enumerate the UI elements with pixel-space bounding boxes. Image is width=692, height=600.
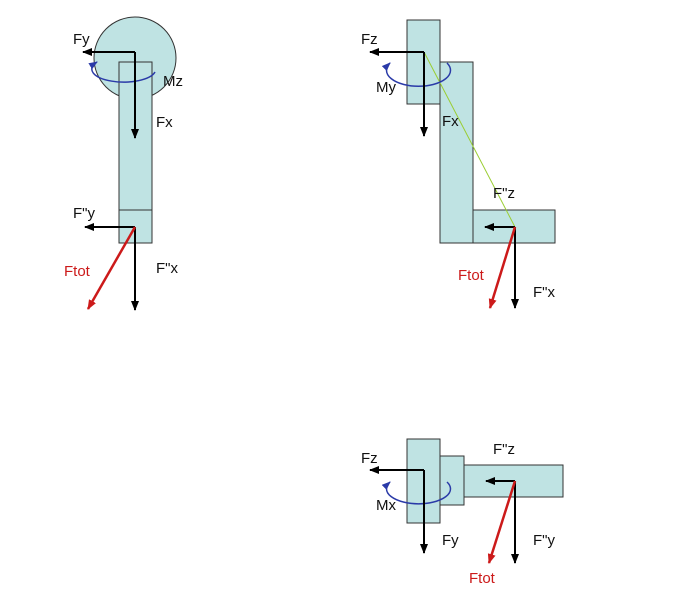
label-ftot: Ftot [64, 263, 91, 280]
label-fx: Fx [442, 113, 459, 130]
label-fz: Fz [361, 450, 378, 467]
label-fy: Fy [442, 532, 459, 549]
label-ftot: Ftot [469, 570, 496, 587]
label-fz2: F"z [493, 185, 515, 202]
top-view: Fz F"z Mx Fy F"y Ftot [361, 438, 564, 587]
mz-moment-icon [88, 61, 156, 83]
ftot-arrow [487, 480, 517, 564]
ftot-arrow [86, 226, 137, 310]
label-fz: Fz [361, 31, 378, 48]
side-view: Fz My Fx F"z Ftot F"x [361, 19, 556, 309]
label-fy: Fy [73, 31, 90, 48]
link-centerline [423, 51, 516, 228]
middle-block [439, 455, 465, 506]
label-fx2: F"x [156, 260, 178, 277]
label-fy2: F"y [73, 205, 95, 222]
label-fy2: F"y [533, 532, 555, 549]
my-moment-icon [381, 62, 452, 88]
label-ftot: Ftot [458, 267, 485, 284]
label-fz2: F"z [493, 441, 515, 458]
label-fx: Fx [156, 114, 173, 131]
front-view: Fy Mz Fx F"y F"x Ftot [64, 16, 183, 311]
label-my: My [376, 79, 396, 96]
vertical-link [439, 61, 474, 244]
label-mx: Mx [376, 497, 396, 514]
label-mz: Mz [163, 73, 183, 90]
mx-moment-icon [381, 481, 452, 505]
label-fx2: F"x [533, 284, 555, 301]
ftot-arrow [488, 226, 517, 309]
